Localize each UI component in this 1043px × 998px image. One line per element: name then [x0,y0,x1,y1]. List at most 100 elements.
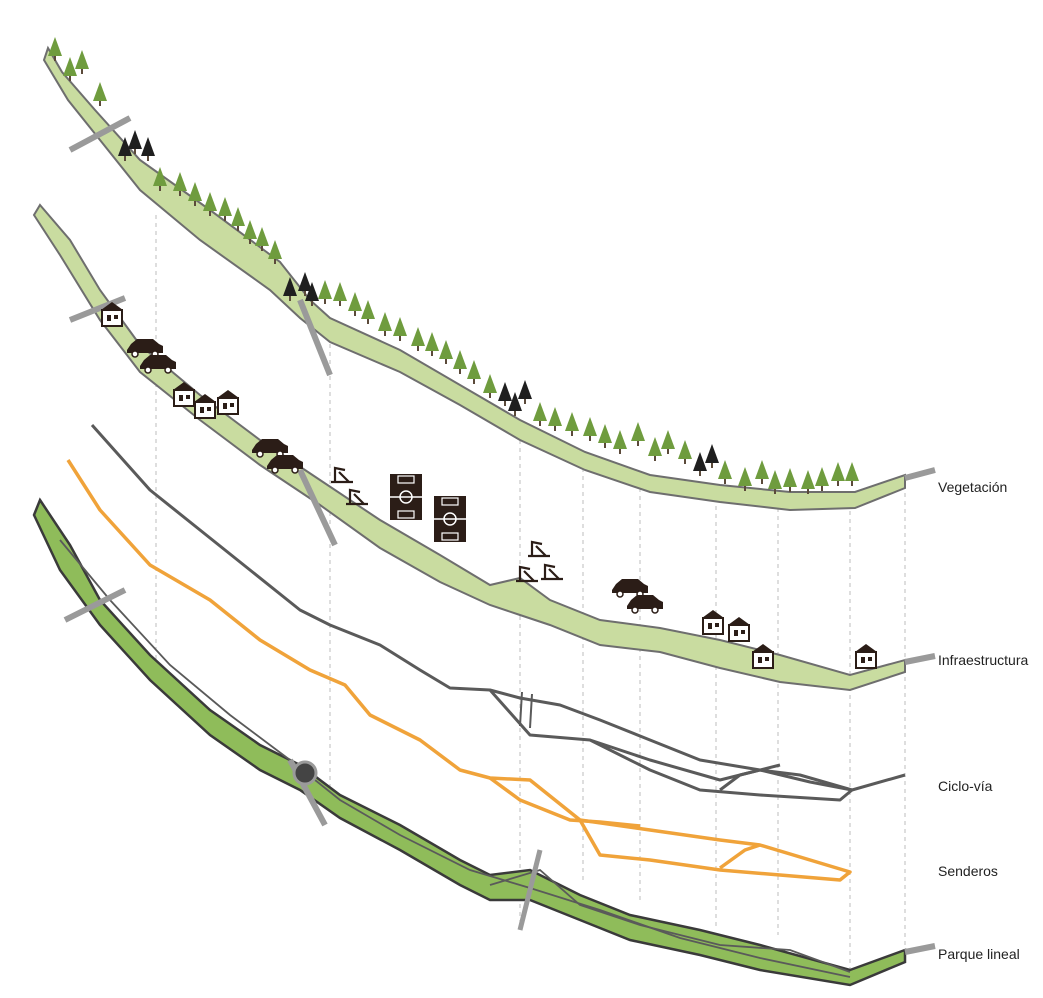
tree-icon [378,312,392,336]
tree-icon [815,467,829,491]
cross-street [297,298,333,377]
playground-icon [346,488,368,506]
tree-icon [48,37,62,61]
park-strip-infraestructura [32,203,906,692]
tree-icon [93,82,107,106]
tree-icon [128,130,142,154]
house-icon [217,390,239,415]
house-icon [194,394,216,419]
playground-icon [331,466,353,484]
tree-icon [518,380,532,404]
tree-icon [648,437,662,461]
tree-icon [333,282,347,306]
cross-street [517,849,543,931]
roundabout [292,760,318,786]
park-strip-vegetacion [42,45,906,512]
tree-icon [467,360,481,384]
tree-icon [768,470,782,494]
soccer-field-icon [390,474,422,520]
label-senderos: Senderos [938,863,998,879]
playground-icon [541,563,563,581]
bike-lane-connector [719,763,781,792]
tree-icon [348,292,362,316]
layer-infraestructura [32,203,936,692]
tree-icon [705,444,719,468]
tree-icon [231,207,245,231]
tree-icon [188,182,202,206]
tree-icon [661,430,675,454]
layer-vegetacion [42,37,936,512]
tree-icon [508,392,522,416]
tree-icon [361,300,375,324]
house-icon [728,617,750,642]
tree-icon [583,417,597,441]
trail-main [66,459,852,882]
tree-cluster [48,37,859,494]
tree-icon [203,192,217,216]
tree-icon [613,430,627,454]
tree-icon [393,317,407,341]
label-vegetacion: Vegetación [938,479,1008,495]
tree-icon [678,440,692,464]
tree-icon [845,462,859,486]
tree-icon [718,460,732,484]
tree-icon [831,462,845,486]
tree-icon [498,382,512,406]
tree-icon [305,282,319,306]
tree-icon [533,402,547,426]
tree-icon [268,240,282,264]
tree-icon [565,412,579,436]
layer-senderos [66,459,852,882]
trail-connector [718,843,761,870]
cross-street [904,467,936,481]
layer-ciclovia [90,424,906,802]
tree-icon [738,467,752,491]
house-icon [752,644,774,669]
tree-icon [483,374,497,398]
tree-icon [548,407,562,431]
car-icon [267,455,303,474]
tree-icon [801,470,815,494]
soccer-field-icon [434,496,466,542]
tree-icon [283,277,297,301]
infrastructure-icons [101,302,877,669]
tree-icon [425,332,439,356]
tree-icon [141,137,155,161]
car-icon [612,579,648,598]
cross-street [904,943,936,955]
trail-loop [488,776,641,828]
inner-path [59,539,851,978]
tree-icon [118,137,132,161]
house-icon [702,610,724,635]
cross-street [68,295,127,323]
tree-icon [75,50,89,74]
layer-parque-lineal [32,497,936,987]
playground-icon [528,540,550,558]
tree-icon [755,460,769,484]
label-ciclovia: Ciclo-vía [938,778,993,794]
tree-icon [298,272,312,296]
tree-icon [631,422,645,446]
tree-icon [439,340,453,364]
label-parque-lineal: Parque lineal [938,946,1020,962]
bike-lane-loop [488,689,854,802]
tree-icon [693,452,707,476]
cross-street [904,653,936,665]
tree-icon [243,220,257,244]
house-icon [855,644,877,669]
inner-path [489,868,851,973]
car-icon [627,595,663,614]
alignment-guides [155,215,906,970]
house-icon [173,382,195,407]
tree-icon [598,424,612,448]
tree-icon [411,327,425,351]
cross-street [297,468,338,547]
cross-street [68,115,132,153]
tree-icon [153,167,167,191]
car-icon [140,355,176,374]
tree-icon [255,227,269,251]
house-icon [101,302,123,327]
cross-street [63,587,127,623]
tree-icon [783,468,797,492]
